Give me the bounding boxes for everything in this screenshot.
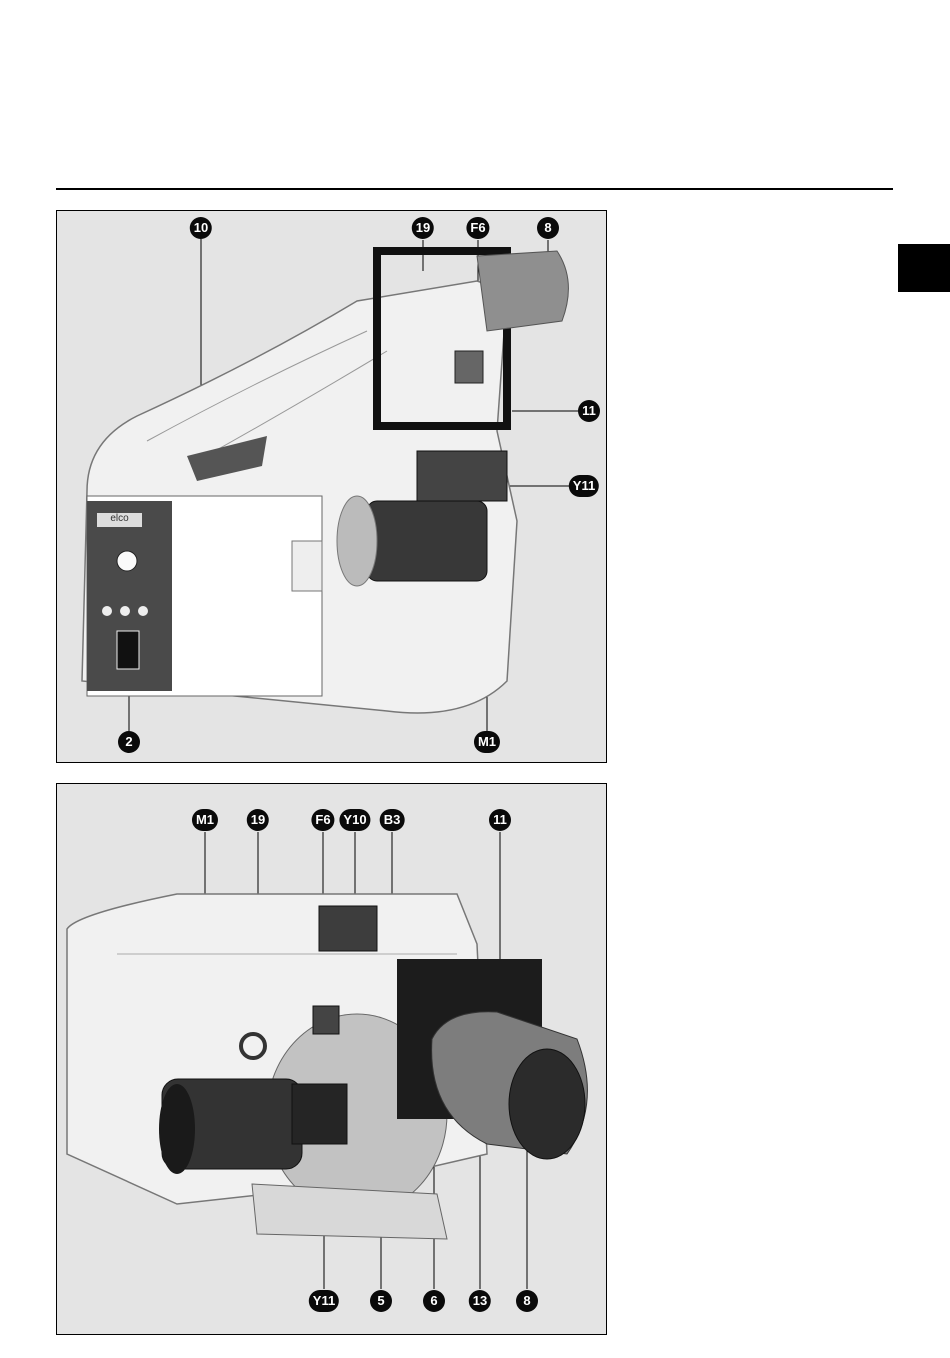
figure-burner-front-view: elco 10 19 F6 8 11 Y11 2 M1 <box>56 210 607 763</box>
brand-plate-label: elco <box>97 513 142 524</box>
callout-8: 8 <box>516 1290 538 1312</box>
callout-M1: M1 <box>474 731 500 753</box>
callout-M1: M1 <box>192 809 218 831</box>
callout-2: 2 <box>118 731 140 753</box>
callout-11: 11 <box>578 400 600 422</box>
section-tab-marker <box>898 244 950 292</box>
burner-rear-illustration <box>57 784 607 1335</box>
callout-B3: B3 <box>380 809 405 831</box>
callout-F6: F6 <box>466 217 489 239</box>
callout-F6: F6 <box>311 809 334 831</box>
callout-11: 11 <box>489 809 511 831</box>
callout-8: 8 <box>537 217 559 239</box>
header-rule <box>56 188 893 190</box>
callout-6: 6 <box>423 1290 445 1312</box>
callout-5: 5 <box>370 1290 392 1312</box>
callout-Y10: Y10 <box>339 809 370 831</box>
callout-Y11: Y11 <box>569 475 599 497</box>
figure-burner-rear-view: M1 19 F6 Y10 B3 11 Y11 5 6 13 8 <box>56 783 607 1335</box>
burner-front-illustration <box>57 211 607 763</box>
callout-Y11: Y11 <box>309 1290 339 1312</box>
